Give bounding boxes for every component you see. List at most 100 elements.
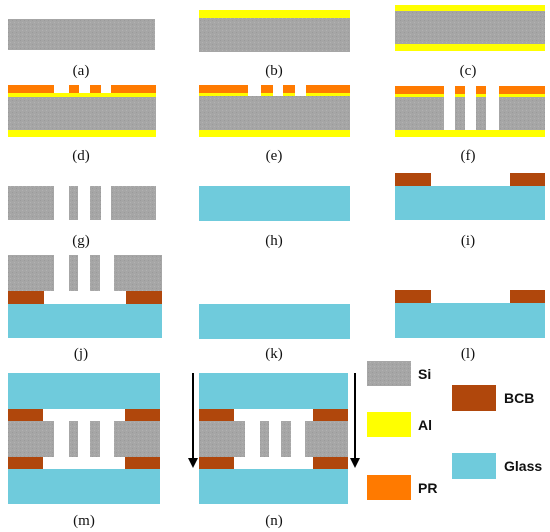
step-m: (m)	[8, 373, 160, 529]
pr-pad	[90, 85, 101, 93]
pr-pad	[283, 85, 295, 93]
al-segment	[261, 93, 273, 96]
legend-label-bcb: BCB	[504, 390, 534, 406]
si-beam	[90, 255, 100, 291]
pr-pad	[199, 85, 248, 93]
al-layer-bottom	[8, 130, 156, 137]
si-block	[305, 421, 348, 457]
si-beam	[69, 186, 78, 220]
bcb-pad	[125, 457, 160, 469]
step-m-label: (m)	[73, 513, 95, 529]
si-beam	[476, 97, 486, 130]
step-g-label: (g)	[72, 233, 90, 249]
al-layer-top	[8, 93, 156, 97]
step-h: (h)	[199, 186, 350, 249]
pr-pad	[306, 85, 350, 93]
pr-pad	[499, 86, 545, 94]
pr-pad	[261, 85, 273, 93]
step-k: (k)	[199, 304, 350, 362]
al-segment	[455, 94, 465, 97]
step-e: (e)	[199, 85, 350, 164]
legend-swatch-al	[367, 412, 411, 437]
si-block	[395, 97, 444, 130]
si-wafer	[199, 18, 350, 52]
si-beam	[455, 97, 465, 130]
si-block	[114, 255, 162, 291]
si-beam	[260, 421, 269, 457]
step-a: (a)	[8, 19, 155, 79]
glass-wafer	[395, 303, 545, 338]
bcb-pad	[510, 173, 545, 186]
bcb-pad	[395, 173, 431, 186]
step-n-label: (n)	[265, 513, 283, 529]
bcb-pad	[125, 409, 160, 421]
si-beam	[281, 421, 291, 457]
step-e-label: (e)	[266, 148, 283, 164]
al-layer-top	[199, 10, 350, 18]
si-block	[499, 97, 545, 130]
si-wafer	[199, 96, 350, 130]
si-block	[8, 255, 54, 291]
glass-wafer	[8, 304, 162, 338]
bcb-pad	[313, 409, 348, 421]
pr-pad	[395, 86, 444, 94]
al-segment	[476, 94, 486, 97]
step-h-label: (h)	[265, 233, 283, 249]
al-layer-bottom	[395, 44, 545, 51]
glass-wafer	[8, 469, 160, 504]
al-segment	[395, 94, 444, 97]
bcb-pad	[8, 457, 43, 469]
al-layer-top	[395, 5, 545, 11]
si-wafer	[395, 11, 545, 44]
bcb-pad	[199, 409, 234, 421]
al-layer-bottom	[395, 130, 545, 137]
legend-swatch-pr	[367, 475, 411, 500]
bcb-pad	[510, 290, 545, 303]
glass-wafer	[199, 469, 348, 504]
bcb-pad	[395, 290, 431, 303]
step-j: (j)	[8, 255, 162, 362]
legend-swatch-bcb	[452, 385, 496, 411]
si-block	[114, 421, 160, 457]
legend-label-al: Al	[418, 417, 432, 433]
pr-pad	[476, 86, 486, 94]
step-i: (i)	[395, 173, 545, 249]
step-l: (l)	[395, 290, 545, 362]
legend-swatch-glass	[452, 453, 496, 479]
step-f-label: (f)	[461, 148, 476, 164]
al-segment	[199, 93, 248, 96]
pr-pad	[455, 86, 465, 94]
si-block	[8, 421, 54, 457]
glass-wafer	[199, 304, 350, 339]
si-beam	[69, 421, 78, 457]
al-segment	[306, 93, 350, 96]
step-b: (b)	[199, 10, 350, 79]
bcb-pad	[199, 457, 234, 469]
legend-label-pr: PR	[418, 480, 437, 496]
step-d-label: (d)	[72, 148, 90, 164]
step-a-label: (a)	[73, 63, 90, 79]
al-segment	[283, 93, 295, 96]
glass-wafer	[199, 186, 350, 221]
si-block	[199, 421, 245, 457]
al-segment	[499, 94, 545, 97]
si-beam	[69, 255, 78, 291]
legend-swatch-si	[367, 361, 411, 386]
bcb-pad	[8, 409, 43, 421]
si-block	[111, 186, 156, 220]
pr-pad	[111, 85, 156, 93]
step-d: (d)	[8, 85, 156, 164]
step-g: (g)	[8, 186, 156, 249]
si-wafer	[8, 19, 155, 50]
bcb-pad	[313, 457, 348, 469]
bcb-pad	[8, 291, 44, 304]
glass-wafer	[395, 186, 545, 220]
step-n: (n)	[188, 373, 360, 529]
si-block	[8, 186, 54, 220]
al-layer-bottom	[199, 130, 350, 137]
step-l-label: (l)	[461, 346, 475, 362]
step-j-label: (j)	[74, 346, 88, 362]
glass-cap-top	[8, 373, 160, 409]
